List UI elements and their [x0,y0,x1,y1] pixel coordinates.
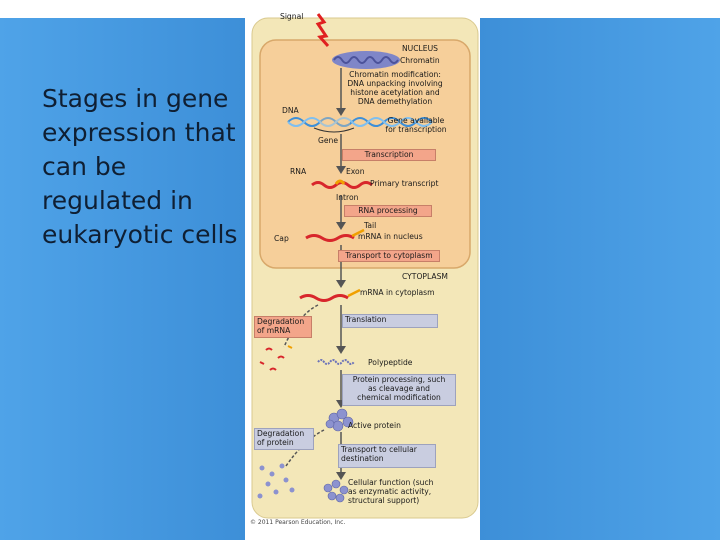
chromatin-mod-line: DNA unpacking involving [347,79,443,88]
protein-processing-line: chemical modification [357,393,441,402]
gene-label: Gene [318,136,339,145]
degradation-mrna-line: Degradation [257,317,305,326]
intron-label: Intron [336,193,359,202]
gene-bracket [313,127,355,133]
chromatin-icon [332,51,400,69]
protein-processing-line: as cleavage and [368,384,430,393]
nucleus-label: NUCLEUS [402,44,438,53]
degradation-protein-line: of protein [257,438,294,447]
chromatin-modification-label: Chromatin modification: DNA unpacking in… [340,70,450,106]
signal-bolt-icon [315,13,330,47]
rna-processing-box: RNA processing [344,205,432,217]
title-line: Stages in gene [42,84,229,113]
cellular-function-label: Cellular function (such as enzymatic act… [348,478,433,505]
mrna-cytoplasm-icon [299,294,349,302]
degradation-mrna-box: Degradation of mRNA [254,316,312,338]
cellular-function-line: Cellular function (such [348,478,434,487]
slide-title: Stages in gene expression that can be re… [42,82,252,252]
degradation-protein-box: Degradation of protein [254,428,314,450]
mrna-nucleus-icon [305,234,355,242]
transcription-box: Transcription [342,149,436,161]
protein-processing-box: Protein processing, such as cleavage and… [342,374,456,406]
chromatin-label: Chromatin [400,56,440,65]
dna-helix-icon [287,117,433,127]
transport-destination-line: destination [341,454,384,463]
degradation-protein-line: Degradation [257,429,305,438]
active-protein-label: Active protein [348,421,401,430]
primary-transcript-label: Primary transcript [370,179,439,188]
chromatin-mod-line: Chromatin modification: [349,70,441,79]
slide-background-right [480,18,720,540]
chromatin-mod-line: histone acetylation and [350,88,440,97]
dna-label: DNA [282,106,299,115]
mrna-fragments-icon [259,345,293,371]
title-line: expression that [42,118,236,147]
primary-transcript-icon [311,179,373,189]
copyright-label: © 2011 Pearson Education, Inc. [250,519,346,526]
polypeptide-icon [317,359,355,365]
cellular-function-line: as enzymatic activity, [348,487,432,496]
polypeptide-label: Polypeptide [368,358,413,367]
cellular-function-line: structural support) [348,496,420,505]
transport-destination-line: Transport to cellular [341,445,417,454]
title-line: regulated in [42,186,193,215]
mrna-nucleus-label: mRNA in nucleus [358,232,423,241]
slide-background-left [0,18,245,540]
cytoplasm-label: CYTOPLASM [402,272,448,281]
gene-available-line: Gene available [387,116,445,125]
tail-label: Tail [364,221,377,230]
title-line: can be [42,152,127,181]
signal-label: Signal [280,12,304,21]
gene-available-label: Gene available for transcription [376,116,456,134]
active-protein-icon [325,408,354,432]
degradation-mrna-line: of mRNA [257,326,291,335]
functional-protein-icon [323,479,349,503]
protein-processing-line: Protein processing, such [352,375,446,384]
transport-cytoplasm-box: Transport to cytoplasm [338,250,440,262]
chromatin-mod-line: DNA demethylation [357,97,433,106]
translation-box: Translation [342,314,438,328]
mrna-cytoplasm-label: mRNA in cytoplasm [360,288,435,297]
title-line: eukaryotic cells [42,220,238,249]
gene-available-line: for transcription [385,125,447,134]
exon-label: Exon [346,167,365,176]
protein-fragments-icon [257,463,295,499]
transport-destination-box: Transport to cellular destination [338,444,436,468]
cap-label: Cap [274,234,289,243]
gene-expression-figure: Signal NUCLEUS Chromatin Chromatin modif… [248,0,480,540]
rna-label: RNA [290,167,307,176]
